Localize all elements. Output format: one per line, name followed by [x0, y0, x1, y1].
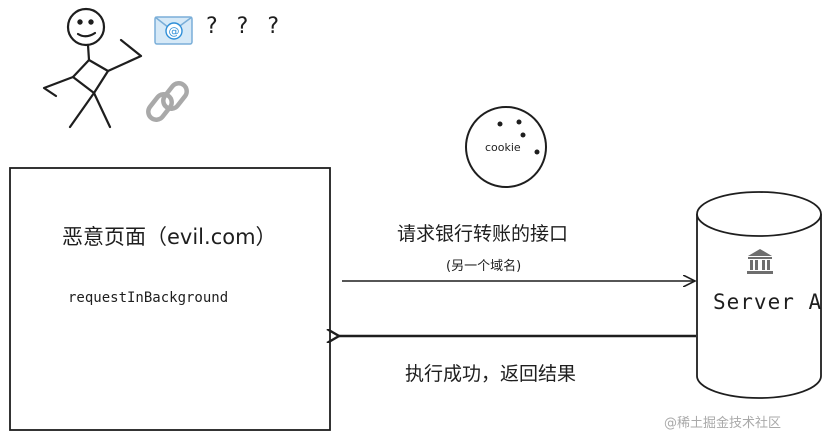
stick-figure-icon [42, 7, 143, 129]
malicious-page-title: 恶意页面（evil.com） [62, 225, 277, 249]
server-label: Server A [713, 290, 823, 314]
link-icon [146, 81, 189, 122]
response-label: 执行成功，返回结果 [405, 363, 577, 385]
svg-text:@: @ [169, 25, 180, 38]
question-marks: ? ? ? [206, 14, 286, 39]
email-icon: @ [154, 16, 193, 45]
request-sublabel: (另一个域名) [446, 259, 522, 274]
server-cylinder [696, 191, 822, 399]
bank-icon [747, 249, 773, 274]
function-name: requestInBackground [68, 290, 229, 306]
cookie-label: cookie [485, 141, 521, 154]
cookie-icon [465, 106, 547, 188]
request-label: 请求银行转账的接口 [397, 223, 569, 245]
watermark: @稀土掘金技术社区 [664, 416, 782, 431]
malicious-page-box [9, 167, 331, 431]
